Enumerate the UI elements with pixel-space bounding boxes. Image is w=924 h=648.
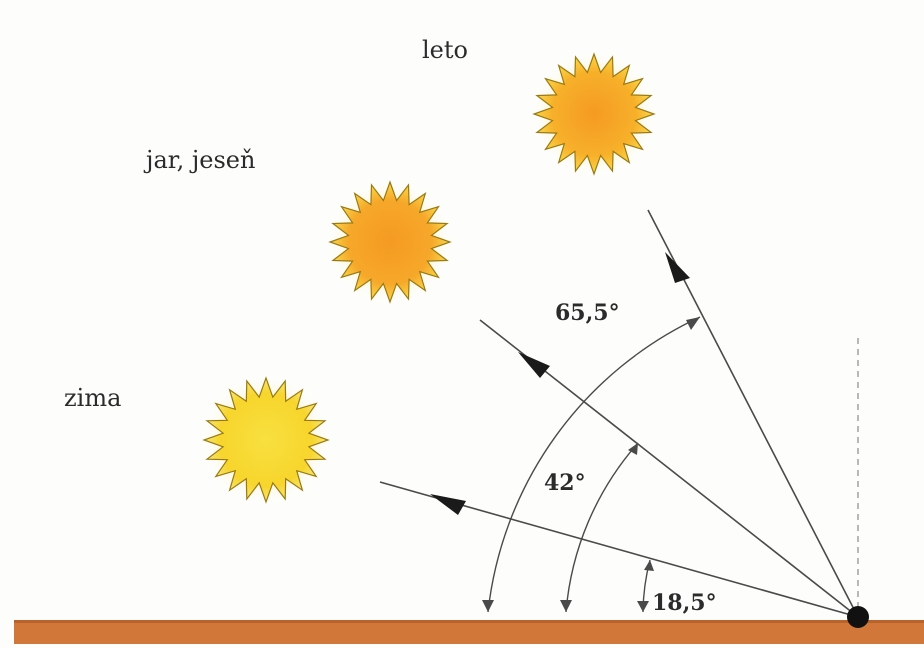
sun-rays-shape: [328, 180, 452, 304]
summer-angle-arc: [487, 316, 701, 613]
spring-autumn-arc-bottom-arrow: [560, 600, 572, 612]
spring-autumn-arc-top-arrow: [628, 443, 638, 455]
sun-summer-icon: [531, 51, 657, 177]
angle-label-winter: 18,5°: [652, 590, 717, 616]
angle-label-summer: 65,5°: [555, 300, 620, 326]
winter-arc-top-arrow: [644, 560, 654, 571]
ground-edge: [14, 620, 924, 623]
summer-ray-arrowhead: [665, 252, 690, 283]
observer-point: [847, 606, 869, 628]
ground-strip: [14, 620, 924, 644]
spring-autumn-angle-arc: [565, 442, 639, 613]
sun-rays-shape: [202, 376, 330, 504]
label-winter: zima: [64, 384, 121, 412]
winter-ray-arrowhead: [430, 494, 466, 515]
label-spring-autumn: jar, jeseň: [143, 146, 255, 174]
sun-rays-shape: [532, 52, 656, 176]
spring-autumn-ray-arrowhead: [518, 352, 550, 378]
summer-arc-top-arrow: [686, 317, 700, 330]
winter-arc-bottom-arrow: [637, 601, 649, 612]
sun-winter-icon: [200, 374, 332, 506]
label-summer: leto: [422, 36, 468, 64]
angle-label-spring-autumn: 42°: [544, 470, 586, 496]
summer-arc-bottom-arrow: [482, 600, 494, 612]
sun-spring-autumn-icon: [327, 179, 453, 305]
